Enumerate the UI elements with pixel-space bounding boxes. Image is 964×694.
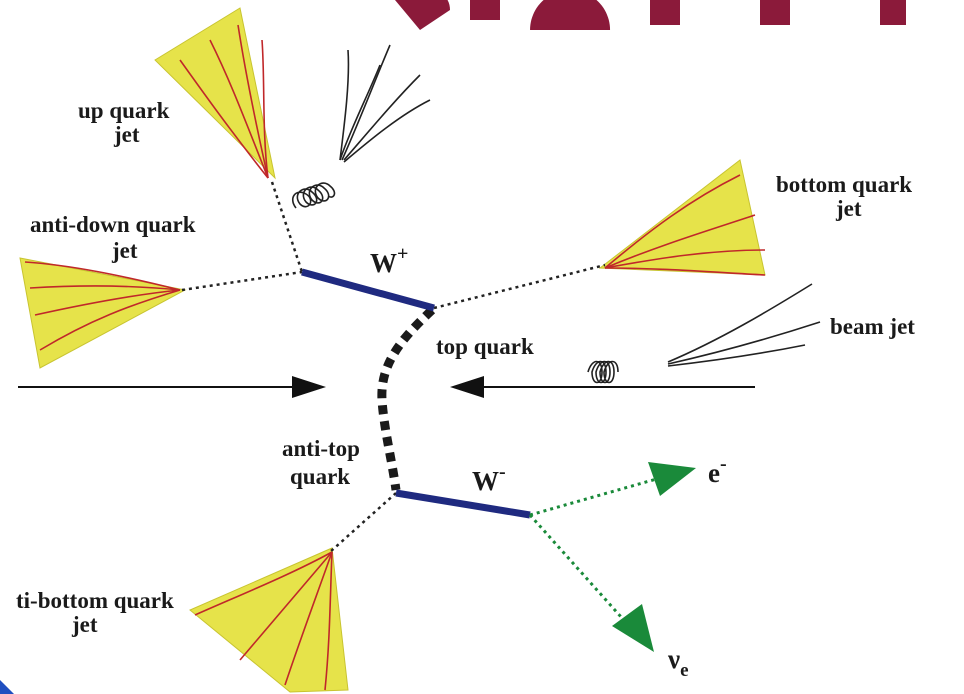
electron-line <box>529 462 696 517</box>
label-bottom-quark: bottom quark <box>776 172 912 197</box>
beam-gluon <box>587 283 821 384</box>
jet-anti-down <box>19 257 187 369</box>
title-fragment <box>395 0 906 30</box>
label-w-minus: W- <box>472 461 506 496</box>
corner-decoration <box>0 680 14 694</box>
label-anti-down-quark: anti-down quark <box>30 212 196 237</box>
label-top-quark: top quark <box>436 334 534 359</box>
w-minus-boson <box>395 489 531 519</box>
label-electron: e- <box>708 453 727 488</box>
label-electron-neutrino: νe <box>667 644 689 681</box>
upper-gluon <box>291 44 431 209</box>
top-antitop-propagator <box>377 306 436 491</box>
label-up-quark: up quark <box>78 98 170 123</box>
label-w-plus: W+ <box>370 243 408 278</box>
label-up-quark-jet: jet <box>113 122 140 147</box>
w-plus-boson <box>301 268 435 312</box>
label-anti-top: anti-top <box>282 436 360 461</box>
beam-arrow-right <box>450 376 755 398</box>
label-anti-bottom-jet: jet <box>71 612 98 637</box>
beam-arrow-left <box>18 376 326 398</box>
jet-bottom-quark <box>598 159 766 276</box>
neutrino-line <box>528 514 654 652</box>
label-anti-bottom-quark: ti-bottom quark <box>16 588 174 613</box>
label-anti-top-quark: quark <box>290 464 350 489</box>
jet-anti-bottom <box>189 547 349 693</box>
label-beam-jet: beam jet <box>830 314 915 339</box>
label-bottom-quark-jet: jet <box>835 196 862 221</box>
quark-lines <box>181 181 606 553</box>
jet-up-quark <box>154 7 276 180</box>
label-anti-down-jet: jet <box>111 238 138 263</box>
